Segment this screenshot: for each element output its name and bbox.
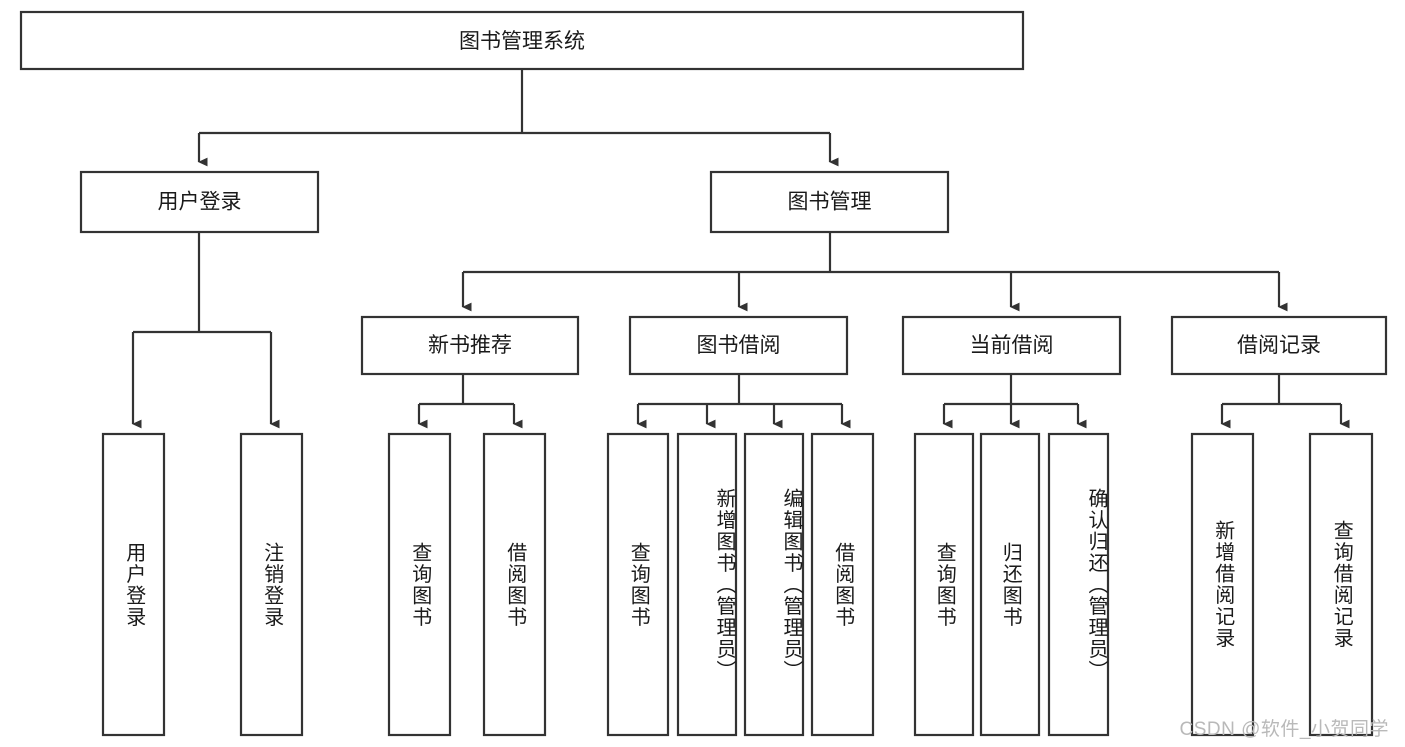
node-leaf-add-book-box[interactable] (676, 432, 738, 737)
connector-layer (131, 69, 1350, 429)
node-book-borrow-box[interactable] (628, 315, 849, 376)
node-leaf-borrow-book-1-box[interactable] (482, 432, 547, 737)
node-borrow-record[interactable]: 借阅记录 (1170, 315, 1388, 376)
node-current-borrow-label: 当前借阅 (970, 334, 1054, 357)
node-current-borrow-box[interactable] (901, 315, 1122, 376)
node-book-borrow[interactable]: 图书借阅 (628, 315, 849, 376)
node-borrow-record-label: 借阅记录 (1237, 334, 1321, 357)
node-borrow-record-box[interactable] (1170, 315, 1388, 376)
node-user-login-label: 用户登录 (158, 191, 242, 214)
node-user-login[interactable]: 用户登录 (79, 170, 320, 234)
node-book-borrow-label: 图书借阅 (697, 334, 781, 357)
node-leaf-add-record-box[interactable] (1190, 432, 1255, 737)
node-leaf-user-login-box[interactable] (101, 432, 166, 737)
node-leaf-query-book-3-box[interactable] (913, 432, 975, 737)
node-layer: 图书管理系统 用户登录 图书管理 新书推荐 图书借阅 当前 (19, 10, 1388, 737)
node-book-manage-label: 图书管理 (788, 191, 872, 214)
watermark-text: CSDN @软件_小贺同学 (1179, 719, 1389, 740)
node-leaf-edit-book-box[interactable] (743, 432, 805, 737)
node-leaf-query-book-1-box[interactable] (387, 432, 452, 737)
node-leaf-return-book-box[interactable] (979, 432, 1041, 737)
node-book-manage-box[interactable] (709, 170, 950, 234)
node-leaf-borrow-book-2-box[interactable] (810, 432, 875, 737)
node-leaf-query-book-2-box[interactable] (606, 432, 670, 737)
node-root-box[interactable] (19, 10, 1025, 71)
node-new-book-recommend-box[interactable] (360, 315, 580, 376)
node-leaf-user-logout-box[interactable] (239, 432, 304, 737)
node-current-borrow[interactable]: 当前借阅 (901, 315, 1122, 376)
node-new-book-recommend-label: 新书推荐 (428, 334, 512, 357)
node-leaf-query-record-box[interactable] (1308, 432, 1374, 737)
node-leaf-confirm-return-box[interactable] (1047, 432, 1110, 737)
node-book-manage[interactable]: 图书管理 (709, 170, 950, 234)
node-root[interactable]: 图书管理系统 (19, 10, 1025, 71)
node-new-book-recommend[interactable]: 新书推荐 (360, 315, 580, 376)
node-root-label: 图书管理系统 (459, 30, 585, 53)
node-user-login-box[interactable] (79, 170, 320, 234)
